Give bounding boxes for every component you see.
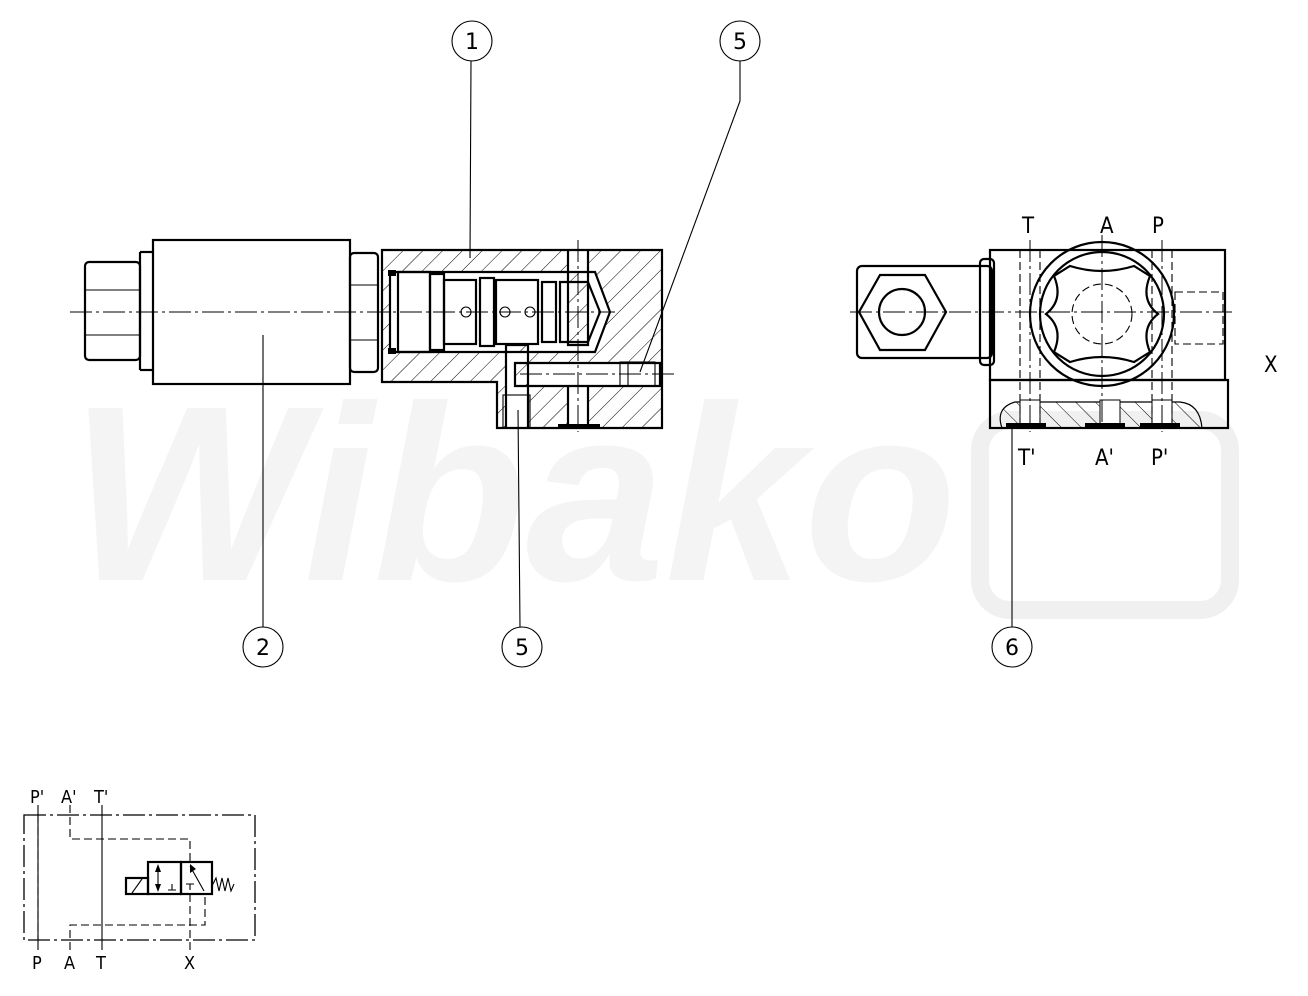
wibako-watermark: Wibako <box>70 354 957 633</box>
solenoid-nut <box>83 250 153 372</box>
svg-text:T: T <box>95 953 106 974</box>
svg-text:6: 6 <box>1005 636 1019 661</box>
port-label-A-prime: A' <box>1095 446 1114 471</box>
svg-text:2: 2 <box>256 636 270 661</box>
svg-text:P': P' <box>30 787 44 808</box>
svg-text:T': T' <box>93 787 108 808</box>
svg-text:A: A <box>64 953 75 974</box>
svg-text:X: X <box>184 953 195 974</box>
svg-text:5: 5 <box>733 30 747 55</box>
svg-text:1: 1 <box>465 30 479 55</box>
balloon-5-top: 5 <box>639 20 761 373</box>
balloon-5-bottom: 5 <box>501 409 543 668</box>
svg-text:P: P <box>32 953 42 974</box>
side-view-port-labels: T A P X T' A' P' <box>1017 214 1278 471</box>
port-label-P-prime: P' <box>1151 446 1168 471</box>
svg-text:A': A' <box>61 787 77 808</box>
cartridge-hex-head <box>1044 264 1160 364</box>
balloon-2: 2 <box>242 335 284 668</box>
svg-text:5: 5 <box>515 636 529 661</box>
port-label-P: P <box>1152 214 1164 239</box>
port-label-T-prime: T' <box>1017 446 1036 471</box>
side-view <box>850 235 1232 432</box>
balloon-1: 1 <box>451 20 493 259</box>
port-label-T: T <box>1021 214 1035 239</box>
port-label-A: A <box>1100 214 1114 239</box>
valve-block <box>988 248 1227 382</box>
balloon-6: 6 <box>991 427 1033 668</box>
hydraulic-symbol <box>23 805 256 950</box>
section-view <box>70 238 675 432</box>
port-label-X: X <box>1264 353 1278 378</box>
schematic-port-labels: P' A' T' P A T X <box>30 787 195 974</box>
